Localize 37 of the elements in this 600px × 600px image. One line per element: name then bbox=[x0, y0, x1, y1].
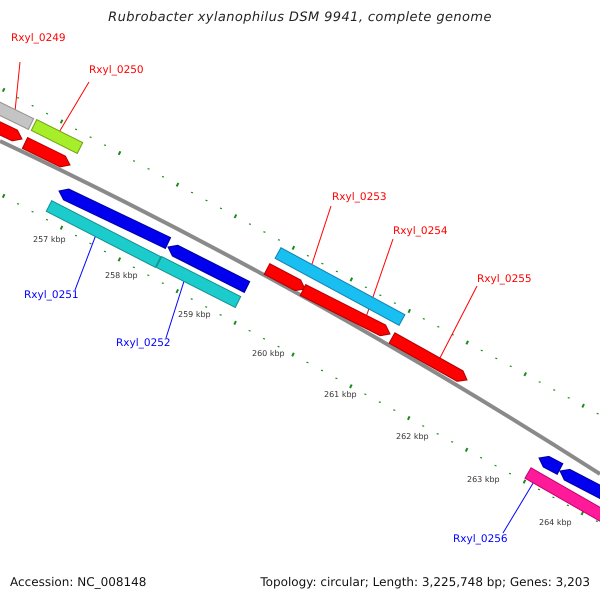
gene-label: Rxyl_0256 bbox=[453, 534, 508, 544]
leader-line bbox=[502, 482, 534, 534]
accession-text: Accession: NC_008148 bbox=[10, 576, 146, 588]
scale-label: 257 kbp bbox=[33, 236, 66, 244]
gene-segment bbox=[388, 332, 468, 382]
gene-label: Rxyl_0249 bbox=[11, 33, 66, 44]
gene-segment bbox=[538, 456, 564, 475]
scale-label: 261 kbp bbox=[324, 391, 357, 399]
gene-segment bbox=[300, 284, 391, 336]
genome-info-text: Topology: circular; Length: 3,225,748 bp; Genes: 3,203 bbox=[260, 576, 590, 588]
scale-label: 258 kbp bbox=[105, 272, 138, 280]
scale-label: 260 kbp bbox=[252, 350, 285, 358]
gene-label: Rxyl_0254 bbox=[393, 226, 448, 236]
leader-line bbox=[311, 206, 332, 265]
gene-segment bbox=[264, 263, 306, 292]
gene-label: Rxyl_0252 bbox=[116, 338, 171, 348]
leader-line bbox=[166, 280, 184, 338]
gene-segment bbox=[274, 247, 406, 326]
gene-label: Rxyl_0255 bbox=[477, 274, 532, 284]
leader-line bbox=[59, 82, 90, 132]
gene-segment bbox=[22, 136, 71, 168]
gene-segment bbox=[0, 120, 23, 142]
scale-label: 259 kbp bbox=[178, 311, 211, 319]
gene-label: Rxyl_0251 bbox=[24, 290, 79, 300]
gene-segment bbox=[167, 244, 250, 294]
gene-segment bbox=[30, 118, 84, 154]
leader-line bbox=[14, 62, 20, 110]
gene-segment bbox=[46, 200, 162, 268]
gene-segment bbox=[156, 256, 242, 308]
scale-label: 263 kbp bbox=[467, 476, 500, 484]
gene-label: Rxyl_0253 bbox=[332, 192, 387, 202]
leader-line bbox=[439, 286, 478, 358]
gene-label: Rxyl_0250 bbox=[89, 65, 144, 76]
map-title: Rubrobacter xylanophilus DSM 9941, complete genome bbox=[107, 11, 493, 24]
scale-label: 262 kbp bbox=[396, 433, 429, 441]
scale-label: 264 kbp bbox=[539, 519, 572, 527]
leader-line bbox=[74, 236, 96, 290]
